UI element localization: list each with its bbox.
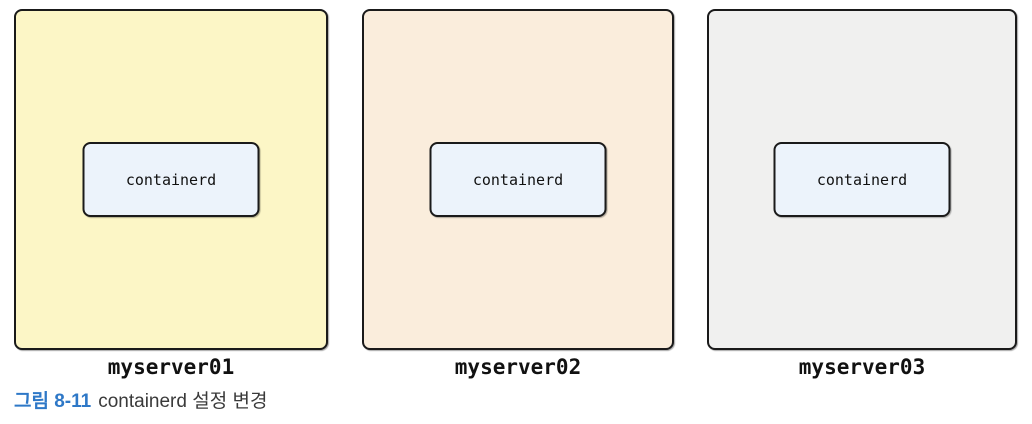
server-box-myserver02: containerd — [362, 9, 674, 350]
server-box-myserver01: containerd — [14, 9, 328, 350]
containerd-box: containerd — [429, 142, 607, 217]
containerd-label: containerd — [125, 170, 217, 189]
server-name-label: myserver03 — [798, 355, 926, 379]
containerd-label: containerd — [816, 170, 908, 189]
containerd-box: containerd — [82, 142, 260, 217]
figure-number: 그림 8-11 — [14, 391, 92, 412]
server-group-myserver02: containerd myserver02 — [362, 9, 674, 379]
server-group-myserver03: containerd myserver03 — [707, 9, 1017, 379]
caption-text: containerd 설정 변경 — [98, 391, 268, 412]
server-name-label: myserver01 — [107, 355, 235, 379]
server-name-label: myserver02 — [454, 355, 582, 379]
server-box-myserver03: containerd — [707, 9, 1017, 350]
containerd-label: containerd — [472, 170, 564, 189]
containerd-box: containerd — [773, 142, 951, 217]
server-group-myserver01: containerd myserver01 — [14, 9, 328, 379]
figure-caption: 그림 8-11 containerd 설정 변경 — [14, 390, 267, 414]
